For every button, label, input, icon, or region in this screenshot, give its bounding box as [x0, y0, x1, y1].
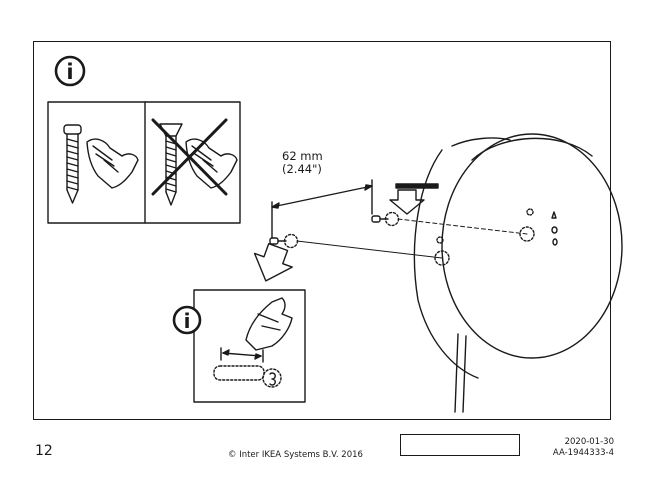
document-date: 2020-01-30: [564, 437, 614, 447]
wall-lamp: [413, 133, 623, 413]
info-icon: i: [172, 305, 202, 335]
inset-info-icon-letter: i: [184, 309, 191, 333]
pointing-hand-left: [86, 138, 139, 189]
wall-screw-right: [371, 211, 400, 227]
info-icon: i: [54, 55, 86, 87]
pan-head-screw-icon: [63, 124, 82, 204]
page-number: 12: [35, 443, 53, 459]
document-id: AA-1944333-4: [552, 448, 614, 458]
detail-inset-box: [193, 289, 306, 403]
screw-comparison-box: [47, 101, 241, 224]
screw-spacing-metric: 62 mm: [282, 149, 323, 163]
alignment-lines: [296, 218, 528, 259]
document-meta: 2020-01-30 AA-1944333-4: [553, 437, 614, 459]
screw-spacing-imperial: (2.44"): [282, 162, 322, 176]
arrow-up-icon: [253, 242, 293, 282]
info-icon-letter: i: [66, 60, 73, 84]
screw-length-indicator: [213, 347, 282, 388]
countersunk-screw-crossed-icon: [151, 118, 238, 206]
screw-spacing-label: 62 mm (2.44"): [282, 150, 323, 176]
footer-blank-box: [400, 434, 520, 456]
pointing-hand-inset: [245, 297, 293, 351]
instruction-panel: [33, 41, 611, 420]
arrow-down-icon: [389, 183, 439, 215]
copyright-notice: © Inter IKEA Systems B.V. 2016: [228, 450, 363, 460]
dimension-indicator: [271, 179, 373, 239]
